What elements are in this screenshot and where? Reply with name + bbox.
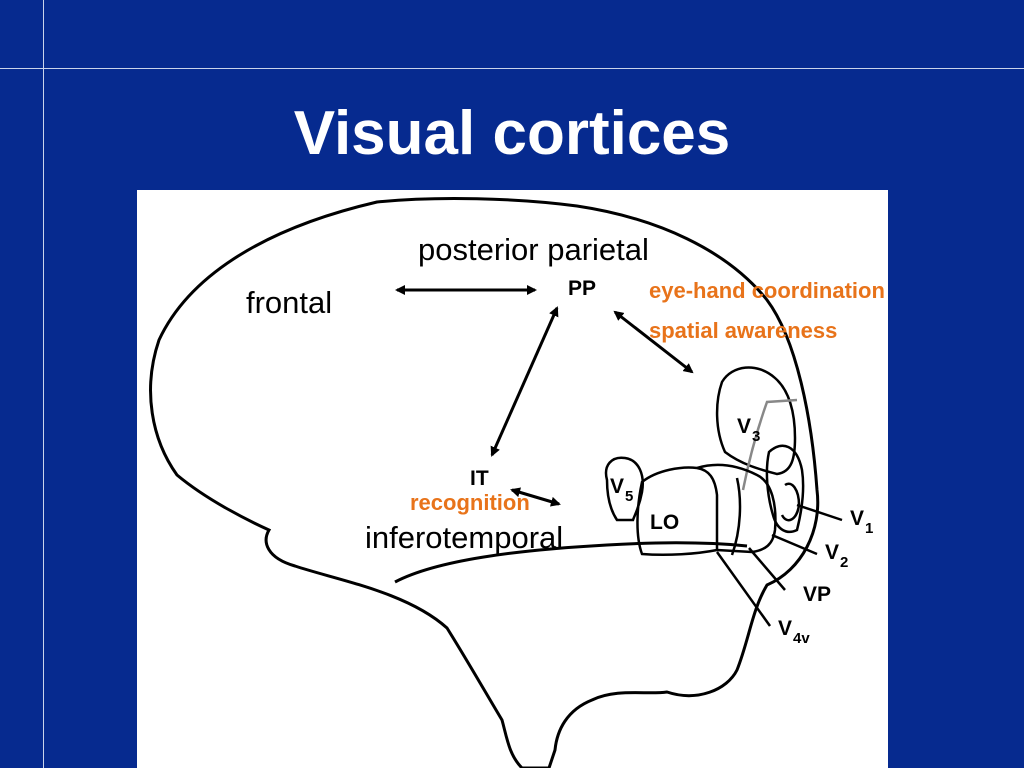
region-label-v2: V2 (825, 541, 849, 571)
function-label-eye-hand: eye-hand coordination (649, 278, 885, 303)
arrow-pp-it (490, 306, 559, 457)
label-frontal: frontal (246, 285, 333, 320)
label-posterior-parietal: posterior parietal (418, 232, 649, 267)
brain-diagram: posterior parietal frontal inferotempora… (137, 190, 888, 768)
brain-outline-svg (149, 197, 843, 768)
leader-v4v (715, 551, 772, 627)
region-v5-shape (604, 456, 644, 522)
temporal-boundary-line (394, 541, 748, 584)
label-inferotemporal: inferotemporal (365, 520, 564, 555)
brain-outline (149, 197, 820, 768)
leader-vp (748, 547, 786, 591)
region-vp-divider (730, 477, 742, 556)
region-label-vp: VP (803, 583, 832, 606)
region-label-v4v: V4v (778, 617, 810, 647)
header-divider-horizontal (0, 68, 1024, 69)
region-v1-inner (780, 482, 801, 522)
region-v1-shape (765, 444, 805, 534)
leader-v2 (771, 533, 818, 556)
region-lo-shape (636, 466, 719, 557)
arrow-pp-v3 (613, 310, 694, 374)
function-label-spatial: spatial awareness (649, 318, 838, 343)
arrow-it-v5 (510, 487, 561, 507)
header-divider-vertical (43, 0, 44, 768)
leader-v1 (796, 503, 843, 522)
region-label-pp: PP (568, 277, 597, 300)
region-label-lo: LO (650, 511, 680, 534)
region-label-v5: V5 (610, 475, 634, 505)
region-label-it: IT (470, 467, 489, 490)
function-label-recognition: recognition (410, 490, 530, 515)
region-label-v1: V1 (850, 507, 874, 537)
region-v2-shape (696, 463, 777, 554)
region-label-v3: V3 (737, 415, 761, 445)
v3-border-gray (741, 398, 798, 491)
slide-title: Visual cortices (293, 99, 731, 168)
region-v3-shape (715, 366, 797, 476)
